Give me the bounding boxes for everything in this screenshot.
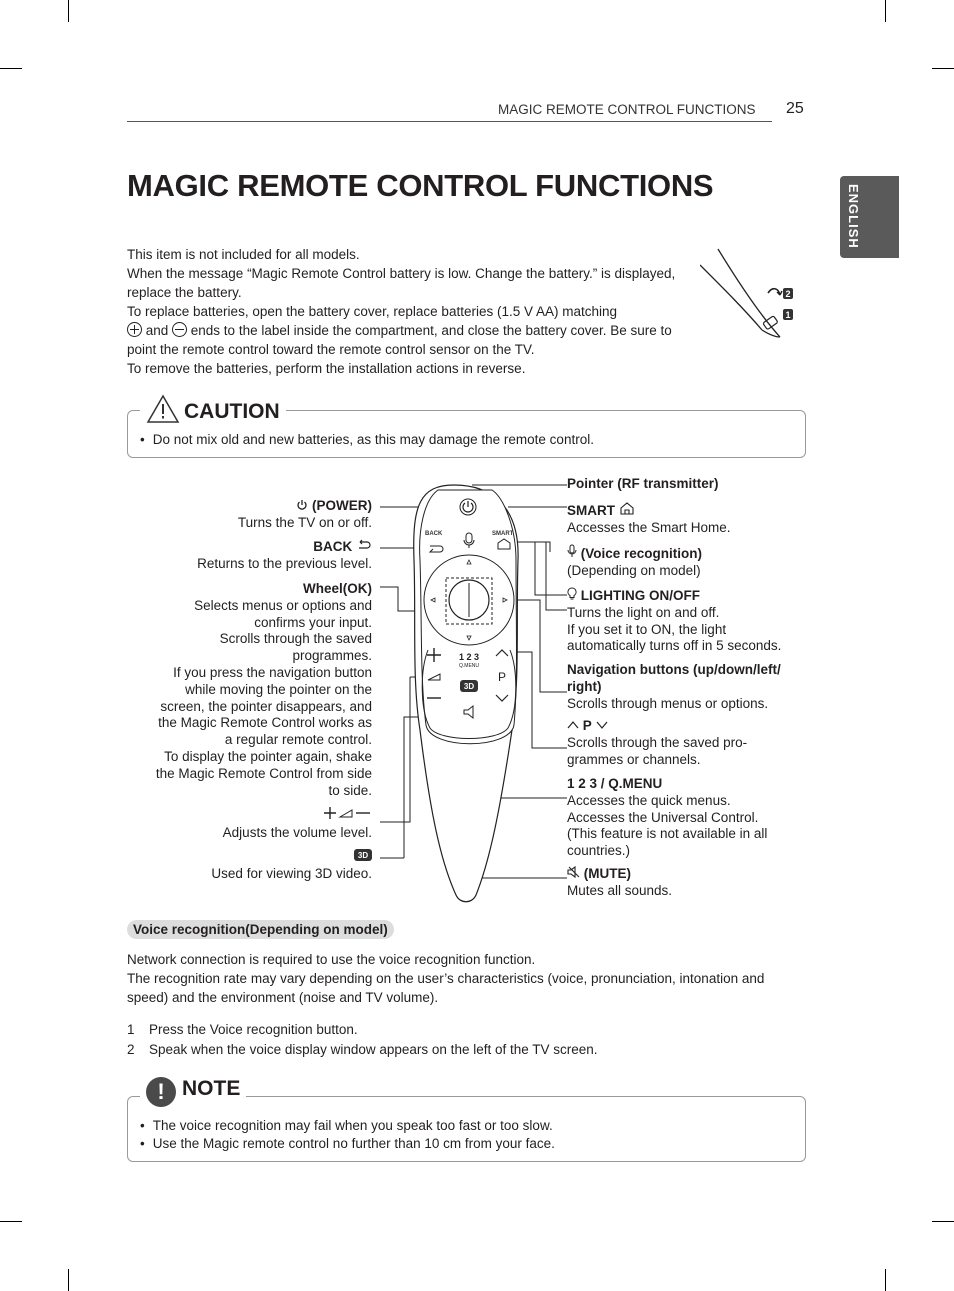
digits-icon: 1 2 3 xyxy=(567,776,598,791)
intro-text: This item is not included for all models… xyxy=(127,245,687,378)
paragraph: The recognition rate may vary depending … xyxy=(127,971,765,1005)
crop-mark xyxy=(885,0,886,22)
wheel-ok-button[interactable] xyxy=(448,579,490,621)
voice-section-text: Network connection is required to use th… xyxy=(127,950,797,1007)
step-badge xyxy=(783,288,793,299)
light-bulb-icon xyxy=(567,587,577,600)
caution-box: CAUTION Do not mix old and new batteries… xyxy=(127,394,806,458)
power-button[interactable] xyxy=(459,498,477,516)
crop-mark xyxy=(68,0,69,22)
threed-button-label: 3D xyxy=(464,682,474,691)
chevron-down-icon xyxy=(596,721,608,729)
svg-text:3D: 3D xyxy=(358,851,368,860)
label-navigation: Navigation buttons (up/down/left/ right)… xyxy=(567,662,781,711)
page-title: MAGIC REMOTE CONTROL FUNCTIONS xyxy=(127,168,714,203)
left-arrow-icon[interactable] xyxy=(430,597,436,603)
microphone-icon[interactable] xyxy=(465,532,473,544)
power-icon xyxy=(297,500,307,510)
paragraph: Network connection is required to use th… xyxy=(127,952,536,967)
warning-icon xyxy=(146,394,180,423)
intro-line: To replace batteries, open the battery c… xyxy=(127,304,672,357)
caution-item: Do not mix old and new batteries, as thi… xyxy=(140,431,594,449)
right-arrow-icon[interactable] xyxy=(502,597,508,603)
back-icon xyxy=(359,539,371,549)
note-box: !NOTE The voice recognition may fail whe… xyxy=(127,1077,806,1162)
step-badge xyxy=(783,309,793,320)
mute-icon xyxy=(567,865,580,879)
running-header: MAGIC REMOTE CONTROL FUNCTIONS xyxy=(498,102,756,117)
digits-button[interactable]: 1 2 3 xyxy=(459,652,479,662)
channel-down-icon[interactable] xyxy=(495,694,509,702)
caution-heading: CAUTION xyxy=(140,394,286,424)
language-tab: ENGLISH xyxy=(840,176,899,258)
label-smart: SMART Accesses the Smart Home. xyxy=(567,502,731,535)
label-volume: Adjusts the volume level. xyxy=(112,806,372,842)
down-arrow-icon[interactable] xyxy=(466,635,472,641)
volume-up-icon[interactable] xyxy=(427,648,441,662)
up-arrow-icon[interactable] xyxy=(466,559,472,565)
note-item: Use the Magic remote control no further … xyxy=(140,1135,555,1153)
chevron-up-icon xyxy=(567,721,579,729)
step-number: 1 xyxy=(785,310,790,320)
label-channel: P Scrolls through the saved pro- grammes… xyxy=(567,718,748,767)
microphone-icon xyxy=(567,544,577,557)
home-icon[interactable] xyxy=(497,538,511,550)
crop-mark xyxy=(932,1221,954,1222)
mute-icon[interactable] xyxy=(463,704,474,720)
battery-cover-illustration: 2 1 xyxy=(700,248,793,338)
label-wheel: Wheel(OK) Selects menus or options and c… xyxy=(155,581,372,798)
crop-mark xyxy=(0,68,22,69)
intro-line: This item is not included for all models… xyxy=(127,247,360,262)
crop-mark xyxy=(885,1269,886,1291)
channel-p-label: P xyxy=(498,670,506,684)
intro-line: To remove the batteries, perform the ins… xyxy=(127,361,526,376)
wheel-highlight xyxy=(445,577,493,625)
label-mute: (MUTE) Mutes all sounds. xyxy=(567,865,673,898)
plus-terminal-icon xyxy=(127,322,142,337)
minus-terminal-icon xyxy=(172,322,188,337)
threed-button[interactable] xyxy=(460,680,478,692)
intro-line: When the message “Magic Remote Control b… xyxy=(127,266,676,300)
label-qmenu: 1 2 3 / Q.MENU Accesses the quick menus.… xyxy=(567,776,768,859)
label-pointer: Pointer (RF transmitter) xyxy=(567,476,719,491)
crop-mark xyxy=(932,68,954,69)
power-icon xyxy=(462,501,474,513)
crop-mark xyxy=(68,1269,69,1291)
label-3d: 3D Used for viewing 3D video. xyxy=(211,849,372,881)
note-heading: !NOTE xyxy=(140,1077,247,1107)
threed-icon: 3D xyxy=(354,849,372,861)
smart-button-label: SMART xyxy=(492,531,514,537)
label-power: (POWER) Turns the TV on or off. xyxy=(237,498,372,530)
note-list: The voice recognition may fail when you … xyxy=(140,1117,555,1153)
note-item: The voice recognition may fail when you … xyxy=(140,1117,555,1135)
crop-mark xyxy=(0,1221,22,1222)
qmenu-label: Q.MENU xyxy=(459,663,479,669)
back-icon[interactable] xyxy=(428,545,444,553)
label-back: BACK Returns to the previous level. xyxy=(197,539,372,571)
back-button-label: BACK xyxy=(425,531,443,537)
magic-remote-illustration: BACK SMART 1 2 3 Q.MENU 3D P xyxy=(380,484,567,903)
home-icon xyxy=(620,502,634,515)
lower-panel xyxy=(421,649,517,739)
label-voice: (Voice recognition) (Depending on model) xyxy=(567,544,703,578)
label-lighting: LIGHTING ON/OFF Turns the light on and o… xyxy=(567,587,782,654)
volume-icon xyxy=(427,673,441,681)
remote-face xyxy=(419,489,517,745)
voice-section-title: Voice recognition(Depending on model) xyxy=(127,920,394,939)
channel-up-icon[interactable] xyxy=(495,649,509,657)
language-tab-label: ENGLISH xyxy=(846,184,861,249)
step-number: 2 xyxy=(785,289,790,299)
navigation-ring[interactable] xyxy=(423,554,515,646)
header-rule xyxy=(127,121,772,122)
caution-list: Do not mix old and new batteries, as thi… xyxy=(140,431,594,449)
volume-buttons-icon xyxy=(324,807,370,819)
exclamation-icon: ! xyxy=(146,1077,176,1107)
page-number: 25 xyxy=(786,100,804,117)
